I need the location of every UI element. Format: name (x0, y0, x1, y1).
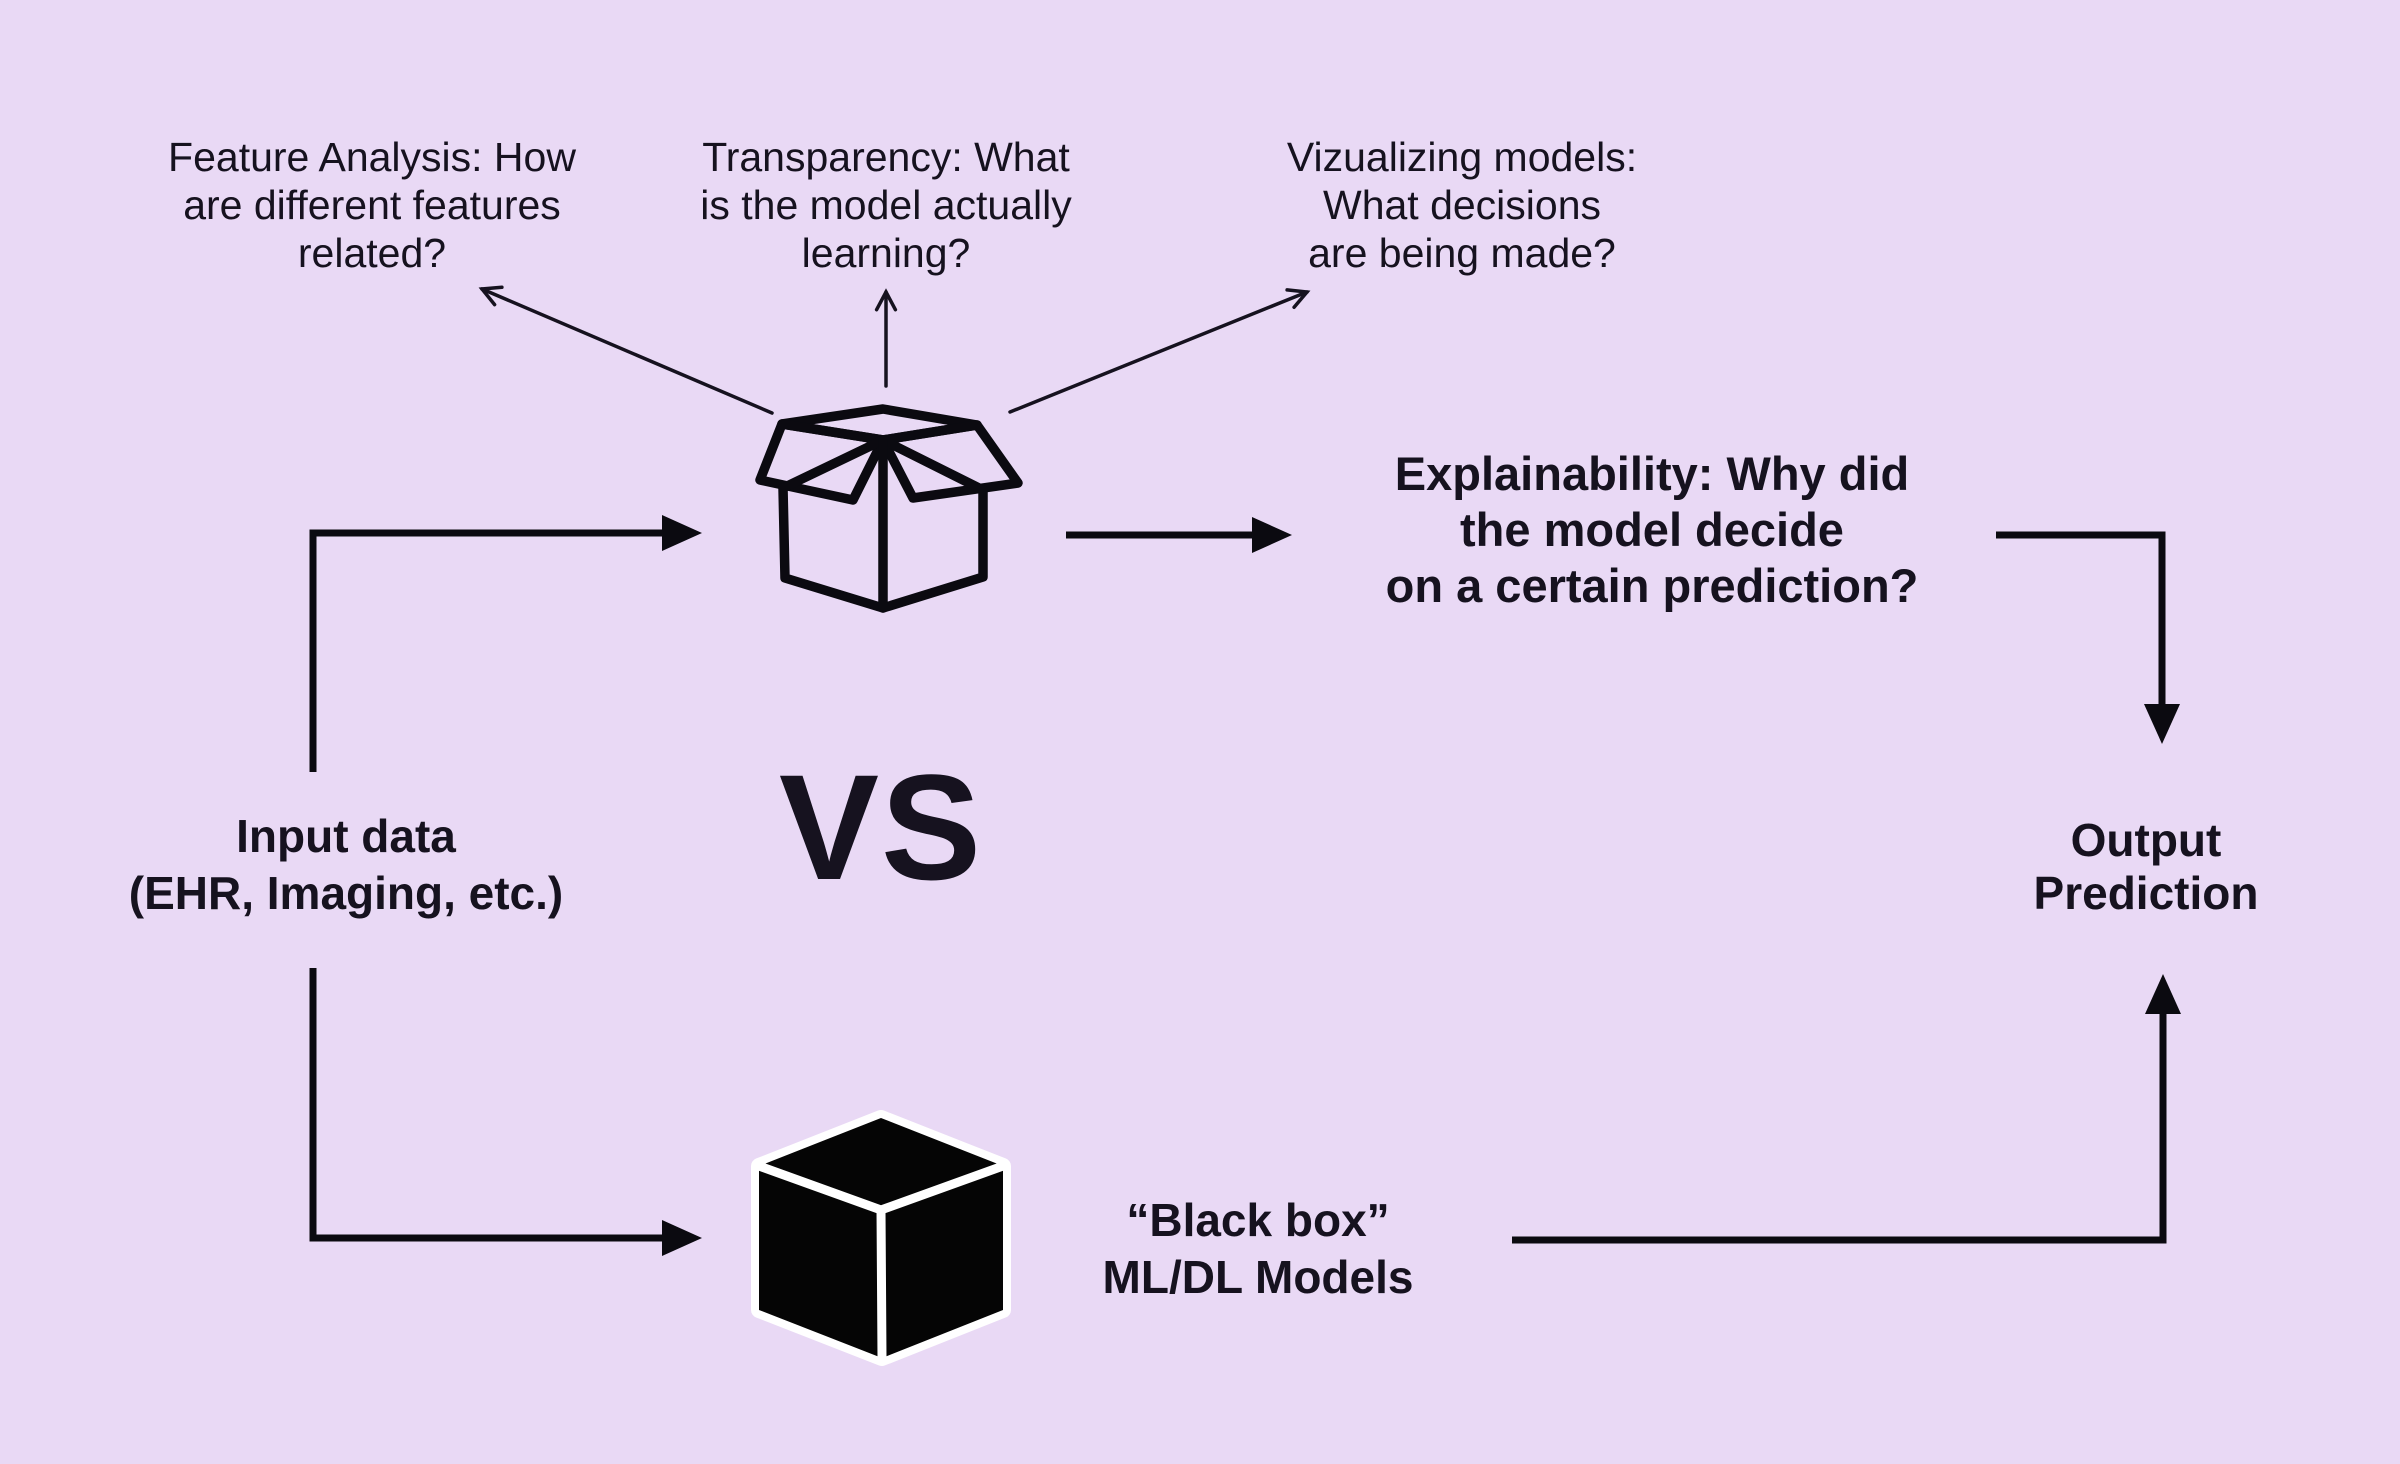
explainability-label: Explainability: Why did the model decide… (1385, 447, 1919, 612)
arrow-openbox-to-explainability (1066, 517, 1292, 553)
open-box-icon (755, 404, 1023, 613)
arrow-input-to-blackbox (309, 968, 702, 1256)
arrow-explainability-to-output (1996, 531, 2180, 744)
open-box-left-flap (755, 419, 888, 505)
open-box-right-flap (878, 420, 1023, 503)
black-box-label: “Black box” ML/DL Models (1102, 1194, 1414, 1303)
feature-analysis-label: Feature Analysis: How are different feat… (168, 134, 576, 276)
arrow-blackbox-to-output (1512, 974, 2181, 1244)
black-cube-front-edge (876, 1205, 887, 1363)
black-cube-icon (751, 1110, 1011, 1366)
transparency-label: Transparency: What is the model actually… (700, 134, 1072, 276)
input-data-label: Input data (EHR, Imaging, etc.) (128, 810, 564, 919)
vizualizing-models-label: Vizualizing models: What decisions are b… (1286, 134, 1638, 276)
arrow-input-to-openbox (309, 515, 702, 772)
output-prediction-label: Output Prediction (2033, 814, 2259, 919)
versus-label: VS (778, 743, 984, 911)
arrow-openbox-to-feature-analysis (478, 285, 774, 415)
arrow-openbox-to-vizualizing (1008, 288, 1311, 414)
arrow-openbox-to-transparency (874, 288, 898, 388)
